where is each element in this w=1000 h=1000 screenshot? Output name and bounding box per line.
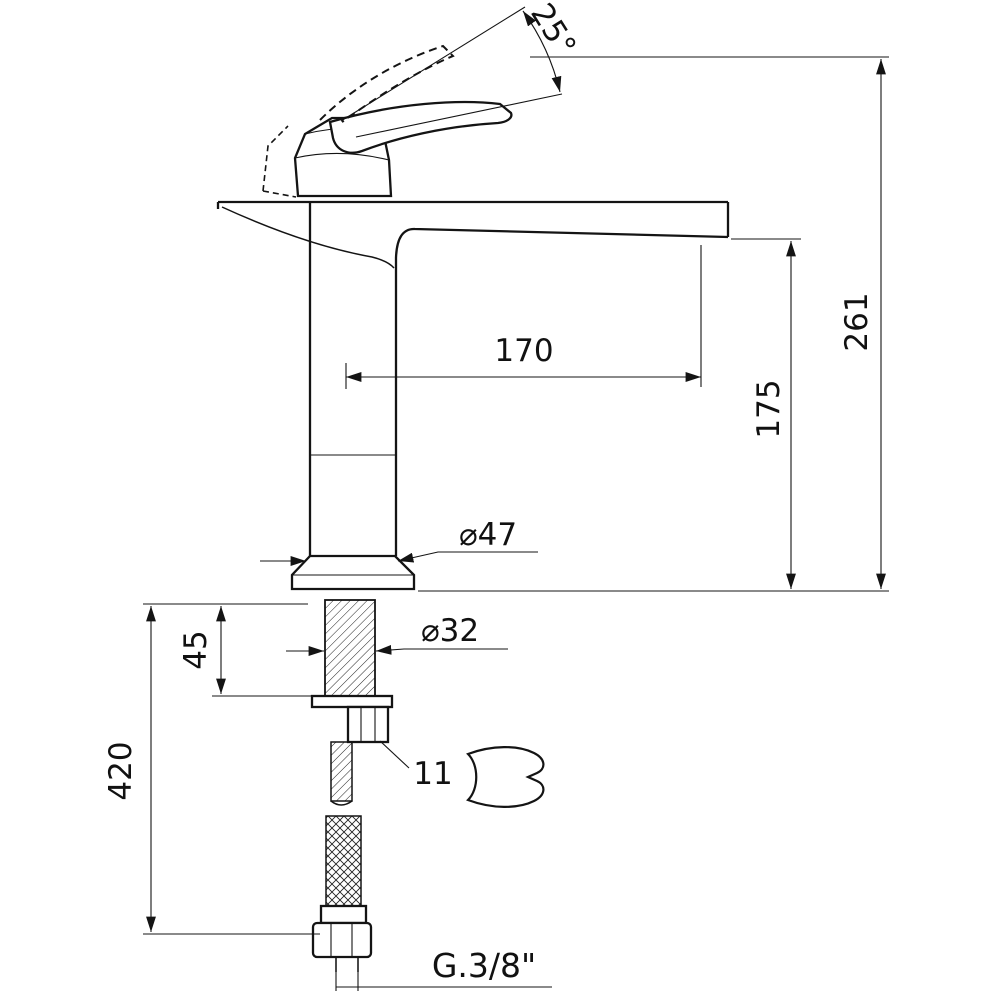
nut-size-label: 11 <box>413 756 452 792</box>
thread-stub <box>335 957 359 972</box>
dim-total-height: 261 <box>418 56 889 592</box>
angle-ray-upper <box>340 6 526 122</box>
handle-lever-raised-dashed <box>319 44 455 123</box>
flex-hose-upper <box>330 741 353 802</box>
handle-cap-raised-dashed <box>262 125 289 192</box>
body-diameter-label: ⌀47 <box>459 517 517 553</box>
dim-spout-height: 175 <box>731 238 801 589</box>
flex-hose-end <box>330 800 353 806</box>
handle-cap-raised-dashed-base <box>262 190 297 198</box>
hose-collar <box>319 904 368 925</box>
dim-hose-length: 420 <box>103 606 320 935</box>
handle-lever <box>328 100 513 154</box>
angle-ray-lower <box>355 93 563 138</box>
dim-body-diameter: ⌀47 <box>260 517 538 566</box>
handle <box>262 44 513 198</box>
leader-right <box>375 644 508 655</box>
threaded-shank <box>324 599 376 697</box>
dim-deck-thickness: 45 <box>143 603 314 697</box>
angle-arc <box>522 10 562 93</box>
ext-left <box>335 958 359 991</box>
dim-connection-thread: G.3/8" <box>335 946 552 991</box>
hose-length-label: 420 <box>103 741 139 800</box>
fixing-nut <box>346 705 390 744</box>
hose-hex-facets <box>330 923 353 957</box>
leader <box>379 740 410 769</box>
faucet-body <box>216 200 730 972</box>
fixing-nut-facets <box>360 707 376 742</box>
mounting-washer <box>310 694 394 709</box>
angle-label: 25° <box>523 0 583 63</box>
dim-spout-reach: 170 <box>345 245 702 389</box>
spout-reach-label: 170 <box>494 333 553 369</box>
total-height-label: 261 <box>839 292 875 351</box>
leader-right <box>397 551 538 563</box>
handle-cap-facet-1 <box>294 152 390 161</box>
wrench-icon <box>466 746 545 808</box>
spout-height-label: 175 <box>751 379 787 438</box>
dim-mount-hole: ⌀32 <box>286 613 508 656</box>
mount-hole-label: ⌀32 <box>421 613 479 649</box>
braided-hose <box>325 815 362 907</box>
deck-thickness-label: 45 <box>178 630 214 669</box>
spout-underside <box>394 227 729 556</box>
hose-hex-nut <box>311 921 373 959</box>
connection-thread-label: G.3/8" <box>432 946 536 985</box>
base-flange <box>290 554 416 591</box>
dim-nut-size: 11 <box>379 740 545 808</box>
spout-left-curve <box>221 206 395 269</box>
